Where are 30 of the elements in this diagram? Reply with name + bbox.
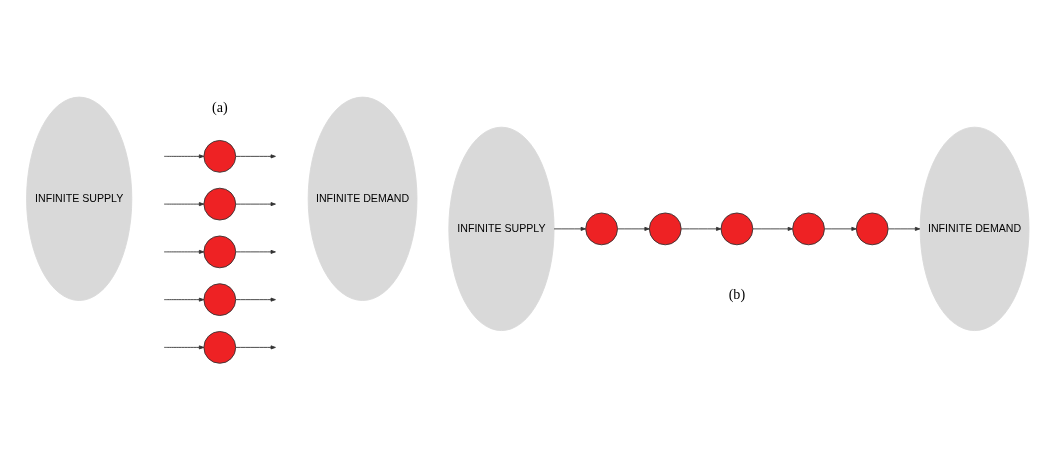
node-circle bbox=[203, 330, 237, 364]
node-ellipse: INFINITE SUPPLY bbox=[26, 96, 133, 301]
node-circle bbox=[792, 212, 825, 245]
arrow bbox=[887, 226, 921, 231]
arrow bbox=[617, 226, 650, 231]
arrow bbox=[235, 153, 276, 158]
arrow bbox=[163, 344, 205, 349]
arrow bbox=[553, 226, 586, 231]
node-circle bbox=[648, 212, 682, 245]
node-ellipse: INFINITE DEMAND bbox=[307, 96, 418, 301]
node-circle bbox=[203, 235, 237, 268]
node-circle bbox=[203, 187, 237, 220]
arrow bbox=[752, 226, 793, 231]
arrow bbox=[163, 249, 205, 254]
node-circle bbox=[720, 212, 754, 245]
node-circle bbox=[203, 282, 237, 316]
arrow bbox=[680, 226, 722, 231]
label: (b) bbox=[728, 285, 746, 302]
arrow bbox=[235, 201, 276, 206]
node-circle bbox=[855, 212, 889, 245]
node-ellipse: INFINITE DEMAND bbox=[919, 126, 1030, 331]
arrow bbox=[163, 153, 205, 158]
node-circle bbox=[203, 139, 237, 173]
arrow bbox=[235, 249, 276, 254]
node-circle bbox=[585, 212, 618, 245]
arrow bbox=[163, 297, 205, 302]
label: (a) bbox=[211, 98, 228, 115]
arrow bbox=[163, 201, 205, 206]
arrow bbox=[824, 226, 857, 231]
node-ellipse: INFINITE SUPPLY bbox=[448, 126, 555, 331]
